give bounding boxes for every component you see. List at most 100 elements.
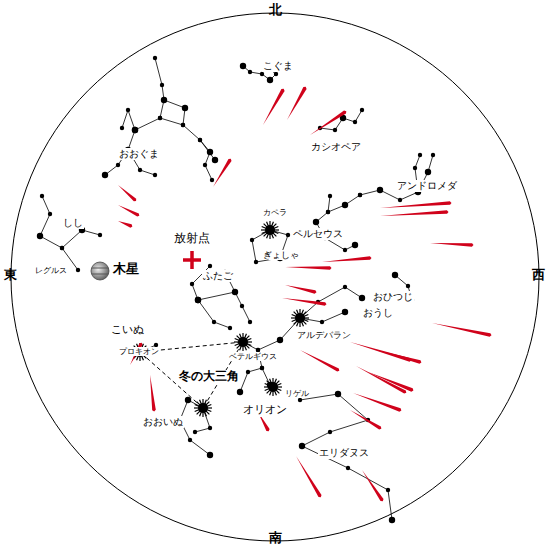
jupiter-band — [92, 274, 108, 275]
sky-label: おおぐま — [118, 148, 160, 160]
constellation-line — [258, 318, 300, 350]
star-dot — [358, 193, 362, 197]
star-dot — [359, 295, 365, 301]
bright-stars — [131, 221, 309, 417]
star-dot — [193, 430, 197, 434]
sky-label: こぐま — [262, 60, 294, 72]
constellation-line — [328, 195, 360, 212]
star-dot — [76, 268, 80, 272]
sky-label: プロキオン — [118, 347, 160, 356]
star-dot — [132, 127, 138, 133]
bright-star — [268, 382, 278, 392]
meteor-streak — [213, 159, 232, 187]
star-dot — [326, 210, 330, 214]
star-dot — [274, 72, 278, 76]
constellation-line — [316, 196, 355, 250]
star-dot — [60, 246, 64, 250]
constellation-line — [300, 394, 392, 520]
star-dot — [37, 233, 43, 239]
star-dot — [120, 126, 124, 130]
star-dot — [389, 517, 395, 523]
star-dot — [98, 233, 102, 237]
star-dot — [313, 219, 319, 225]
star-dot — [153, 173, 157, 177]
meteor-streak — [376, 350, 421, 364]
meteors — [118, 87, 492, 502]
star-dot — [260, 72, 264, 76]
star-dot — [185, 397, 191, 403]
sky-label: 木星 — [112, 262, 140, 277]
star-dot — [240, 63, 246, 69]
star-dot — [254, 260, 258, 264]
star-dot — [260, 366, 264, 370]
meteor-streak — [432, 323, 492, 337]
star-dot — [343, 248, 347, 252]
meteor-streak — [310, 111, 346, 136]
star-dot — [188, 438, 192, 442]
star-dot — [116, 163, 120, 167]
sky-label: リゲル — [284, 389, 310, 398]
meteor-streak — [368, 372, 413, 392]
sky-label: カシオペア — [310, 141, 362, 153]
direction-label: 東 — [3, 268, 18, 283]
star-dot — [160, 83, 164, 87]
constellation-line — [40, 196, 78, 270]
stars — [37, 56, 435, 523]
star-dot — [237, 389, 243, 395]
star-dot — [392, 272, 398, 278]
star-dot — [212, 157, 218, 163]
meteor-streak — [322, 256, 372, 262]
meteor-streak — [350, 410, 381, 430]
star-dot — [195, 297, 201, 303]
bright-star — [295, 313, 305, 323]
star-dot — [377, 187, 383, 193]
bright-star — [198, 403, 208, 413]
star-dot — [353, 120, 357, 124]
constellation-line — [105, 118, 160, 175]
star-dot — [240, 304, 244, 308]
star-dot — [181, 123, 185, 127]
star-dot — [343, 285, 347, 289]
star-dot — [299, 443, 305, 449]
star-dot — [203, 163, 207, 167]
star-dot — [158, 116, 162, 120]
direction-label: 北 — [268, 3, 283, 18]
constellation-line — [155, 58, 185, 125]
star-dot — [267, 77, 273, 83]
bright-star — [265, 225, 275, 235]
star-dot — [158, 116, 162, 120]
direction-label: 南 — [268, 531, 283, 546]
constellation-line — [200, 140, 215, 160]
sky-label: エリダヌス — [318, 447, 370, 459]
star-dot — [162, 98, 166, 102]
meteor-streak — [362, 470, 384, 501]
sky-label: ふたご — [202, 270, 234, 282]
star-dot — [398, 198, 402, 202]
constellation-lines — [40, 58, 433, 520]
star-dot — [358, 193, 362, 197]
meteor-streak — [263, 89, 285, 125]
meteor-streak — [380, 210, 449, 216]
meteor-streak — [285, 266, 332, 270]
star-dot — [161, 97, 167, 103]
constellation-line — [240, 368, 262, 392]
star-dot — [425, 169, 431, 175]
bright-star — [238, 337, 248, 347]
star-dot — [386, 488, 390, 492]
meteor-streak — [356, 366, 406, 394]
sky-label: しし — [62, 217, 84, 229]
meteor-streak — [118, 221, 132, 228]
sky-label: ベテルギウス — [228, 352, 278, 361]
jupiter-symbol — [91, 262, 109, 280]
meteor-streak — [287, 87, 307, 120]
star-dot — [210, 178, 214, 182]
star-dot — [212, 320, 216, 324]
star-dot — [413, 166, 417, 170]
star-dot — [126, 108, 130, 112]
star-dot — [248, 320, 252, 324]
star-dot — [48, 212, 52, 216]
meteor-streak — [150, 375, 156, 412]
star-dot — [208, 264, 212, 268]
star-dot — [232, 289, 238, 295]
